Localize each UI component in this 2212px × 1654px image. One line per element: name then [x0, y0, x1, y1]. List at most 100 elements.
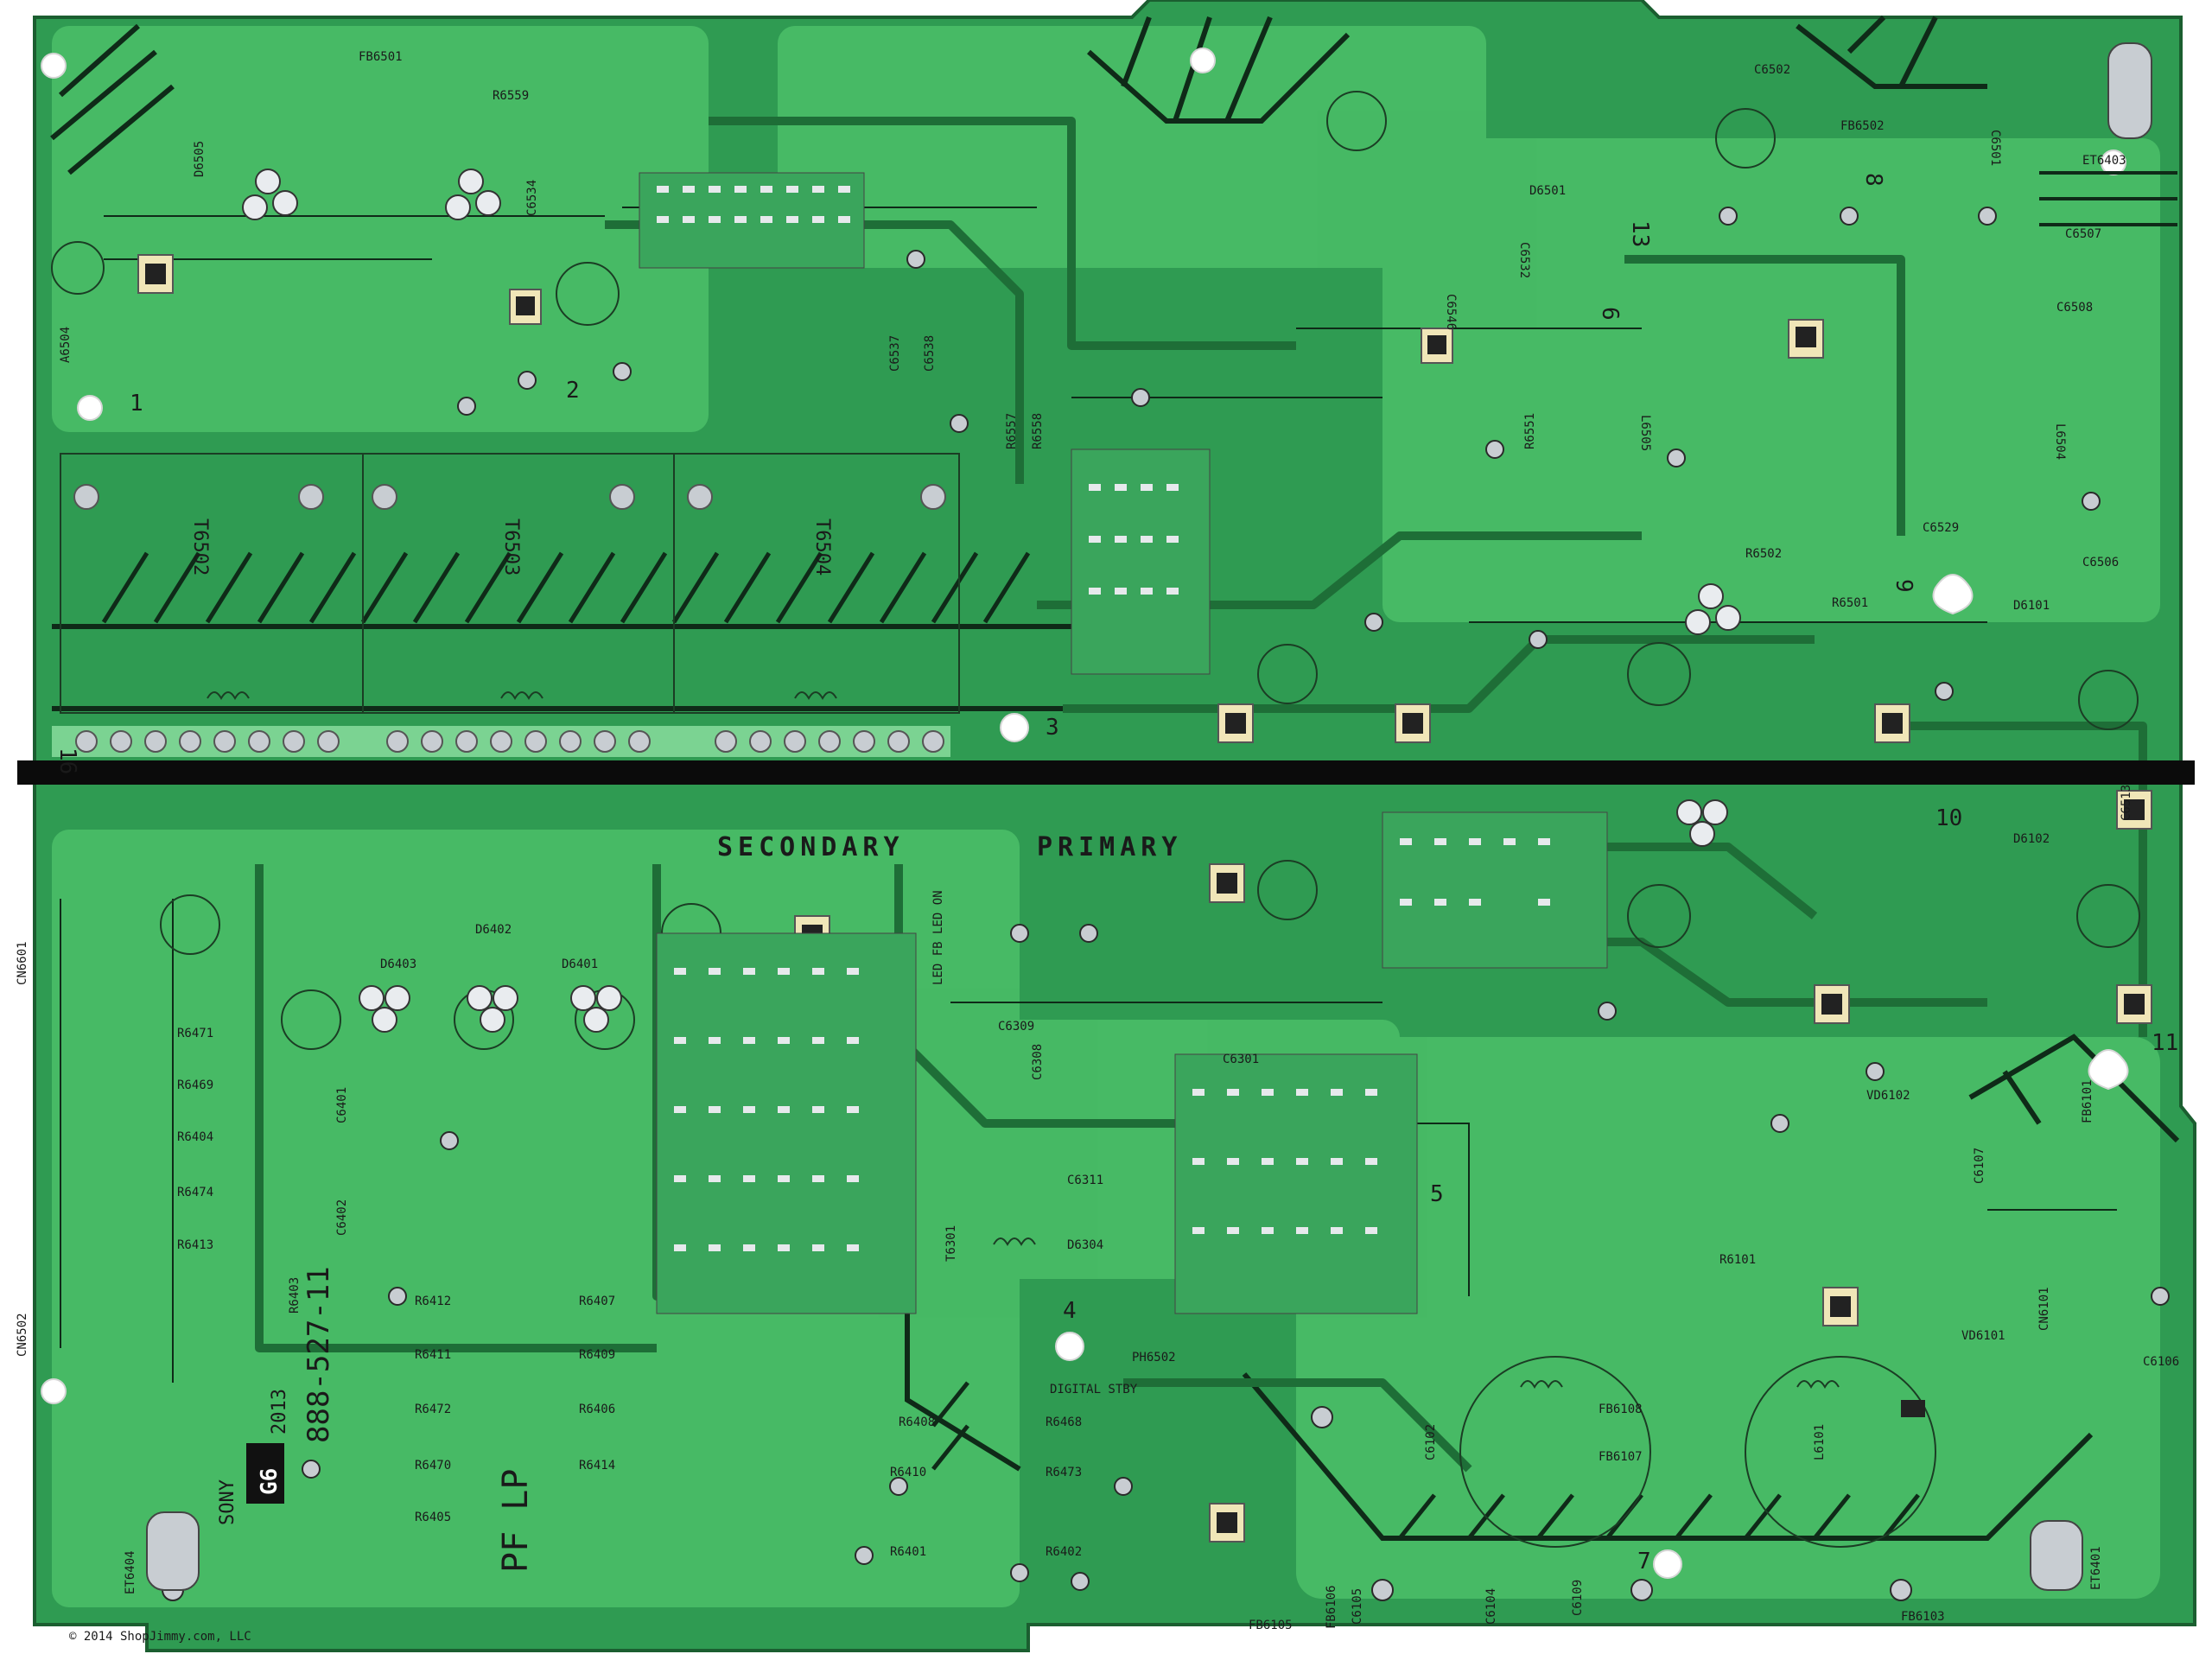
ref-label: R6473: [1046, 1466, 1082, 1479]
ref-label: R6405: [415, 1511, 451, 1524]
pin-number: 9: [1891, 579, 1916, 593]
ref-label: C6109: [1571, 1580, 1585, 1616]
code-label: G6: [257, 1468, 283, 1495]
ref-label: D6304: [1067, 1238, 1103, 1252]
ref-label: C6538: [923, 335, 937, 372]
ref-label: R6468: [1046, 1415, 1082, 1429]
ref-label: T6301: [944, 1225, 958, 1262]
ref-label: R6409: [579, 1348, 615, 1362]
edge-terminals: [146, 42, 2152, 1591]
part-number: 888-527-11: [302, 1266, 336, 1443]
edge-ribbing: [2039, 171, 2177, 226]
ref-label: C6107: [1973, 1148, 1986, 1184]
ref-label: C6104: [1484, 1588, 1498, 1625]
ref-label: C6301: [1223, 1053, 1259, 1066]
ref-label: R6410: [890, 1466, 926, 1479]
ref-label: C6102: [1424, 1424, 1438, 1460]
transformer-label-2: T6503: [500, 518, 522, 576]
ref-label: C6502: [1754, 63, 1790, 77]
ref-label: C6513: [2120, 785, 2133, 821]
ref-label: D6403: [380, 957, 416, 971]
ref-label: L6505: [1638, 415, 1652, 451]
ref-label: R6413: [177, 1238, 213, 1252]
led-label: LED FB LED ON: [931, 890, 945, 985]
ref-label: D6402: [475, 923, 512, 937]
coil-symbols: [207, 691, 1840, 1390]
ref-label: C6508: [2056, 301, 2093, 315]
secondary-label: SECONDARY: [717, 832, 905, 862]
pin-numbers: 1 2 3 4 5 6 7 8 9 10 11 13 16: [54, 173, 2178, 1574]
smd-parts: [137, 254, 2152, 1543]
ref-label: FB6103: [1901, 1610, 1945, 1624]
ref-label: R6501: [1832, 596, 1868, 610]
ref-label: C6529: [1923, 521, 1959, 535]
ref-label: R6414: [579, 1459, 615, 1473]
ref-label: C6308: [1031, 1044, 1045, 1080]
pin-number: 10: [1936, 805, 1962, 831]
resistor-labels: R6471 R6469 R6404 R6474 R6413 R6412 R640…: [177, 547, 1868, 1559]
ref-label: R6402: [1046, 1545, 1082, 1559]
pin-number: 3: [1046, 715, 1059, 741]
transformer-label-3: T6504: [811, 518, 833, 576]
cn-right: CN6101: [2037, 1287, 2051, 1331]
pin-number: 4: [1063, 1298, 1077, 1324]
ref-label: FB6501: [359, 50, 403, 64]
pin-number: 2: [566, 378, 580, 404]
ref-label: A6504: [59, 327, 73, 363]
ref-label: FB6105: [1249, 1619, 1293, 1632]
ref-label: R6559: [493, 89, 529, 103]
ref-label: FB6107: [1599, 1450, 1643, 1464]
code-badge: [246, 1443, 284, 1504]
ref-label: R6401: [890, 1545, 926, 1559]
pin-number: 7: [1637, 1549, 1651, 1574]
et-top-right: ET6403: [2082, 154, 2126, 168]
ref-label: FB6101: [2081, 1079, 2094, 1123]
ref-label: C6532: [1517, 242, 1531, 278]
ref-label: R6551: [1523, 413, 1537, 449]
ref-label: C6507: [2065, 227, 2101, 241]
brand-label: SONY: [217, 1479, 238, 1525]
transformer-label-1: T6502: [189, 518, 211, 576]
ref-label: D6505: [193, 141, 207, 177]
ref-label: R6470: [415, 1459, 451, 1473]
ref-label: C6537: [888, 335, 902, 372]
cn-left-top: CN6601: [16, 941, 29, 985]
ref-label: C6506: [2082, 556, 2119, 569]
isolation-divider: [17, 760, 2195, 785]
ref-label: R6558: [1031, 413, 1045, 449]
copyright-label: © 2014 ShopJimmy.com, LLC: [69, 1630, 251, 1644]
mounting-holes: [41, 48, 2129, 1579]
ref-label: R6469: [177, 1078, 213, 1092]
ref-label: R6474: [177, 1186, 213, 1199]
pin-number: 8: [1860, 173, 1886, 187]
ref-label: VD6102: [1866, 1089, 1910, 1103]
through-hole-pads: [162, 207, 2170, 1601]
et-bottom-right: ET6401: [2089, 1546, 2103, 1590]
ref-label: FB6108: [1599, 1403, 1643, 1416]
ref-label: R6411: [415, 1348, 451, 1362]
ref-label: R6502: [1745, 547, 1782, 561]
pin-number: 16: [54, 747, 80, 774]
ref-label: VD6101: [1961, 1329, 2005, 1343]
ref-label: L6504: [2053, 423, 2067, 460]
year-label: 2013: [269, 1389, 290, 1435]
hatch-zones: [50, 15, 2180, 1541]
ref-label: R6407: [579, 1295, 615, 1308]
ref-label: R6557: [1005, 413, 1019, 449]
primary-label: PRIMARY: [1037, 832, 1182, 862]
ref-label: D6401: [562, 957, 598, 971]
transformer-pin-rows: [52, 484, 950, 757]
marks-label: PF LP: [496, 1469, 536, 1573]
ref-label: R6406: [579, 1403, 615, 1416]
smd-pads-grid: [657, 186, 1550, 1251]
ref-label: FB6502: [1840, 119, 1885, 133]
ref-label: PH6502: [1132, 1351, 1176, 1365]
ref-label: C6546: [1444, 294, 1458, 330]
ref-label: FB6106: [1325, 1585, 1338, 1629]
et-bottom-left: ET6404: [124, 1550, 137, 1594]
ref-label: R6412: [415, 1295, 451, 1308]
transformer-bodies: [60, 453, 960, 714]
hatch-marks: [101, 551, 1920, 1540]
cn-left-bottom: CN6502: [16, 1313, 29, 1357]
